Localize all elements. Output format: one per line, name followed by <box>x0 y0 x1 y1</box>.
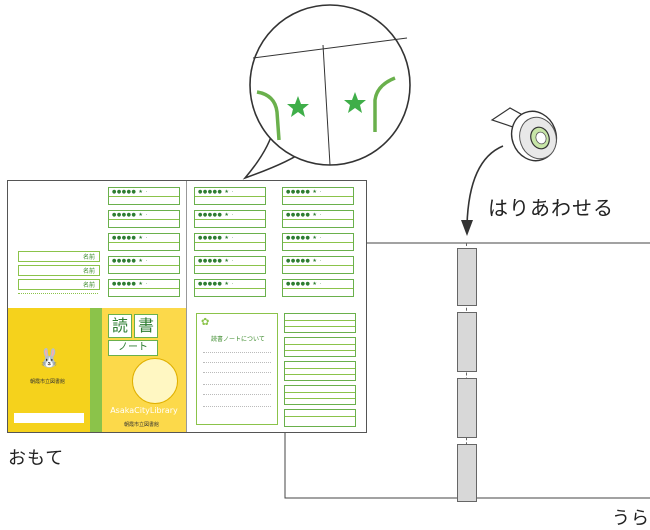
tape-instruction-label: はりあわせる <box>488 196 614 220</box>
record-card: ●●●●● ★ · <box>282 187 354 205</box>
tape-strip <box>457 444 477 502</box>
record-card: ●●●●● ★ · <box>194 256 266 274</box>
zoom-paper-edge <box>252 37 408 59</box>
notes-text-line <box>203 406 271 407</box>
library-name-small: 朝霞市立図書館 <box>30 379 66 385</box>
mascot-icon: 🐰 <box>38 348 61 369</box>
record-card: ●●●●● ★ · <box>108 210 180 228</box>
reading-child-illustration <box>132 358 178 404</box>
center-fold <box>186 181 187 432</box>
name-field <box>18 251 100 262</box>
notes-text-line <box>203 362 271 363</box>
front-cover-panel: 読 書 ノート AsakaCityLibrary 朝霞市立図書館 <box>102 308 186 432</box>
notes-panel: ✿ 読書ノートについて <box>196 313 278 425</box>
record-block <box>284 361 356 381</box>
zoom-right-border <box>373 76 396 132</box>
tape-strip <box>457 312 477 372</box>
title-kanji-1: 読 <box>108 314 132 338</box>
record-card: ●●●●● ★ · <box>282 279 354 297</box>
record-card: ●●●●● ★ · <box>194 233 266 251</box>
front-sheet: 名前 名前 名前 🐰 朝霞市立図書館 読 書 ノート AsakaCityLibr… <box>7 180 367 433</box>
record-card: ●●●●● ★ · <box>194 187 266 205</box>
name-field-label: 名前 <box>83 254 96 261</box>
name-field-label: 名前 <box>83 268 96 275</box>
notes-text-line <box>203 352 271 353</box>
arrow-to-spine <box>461 145 504 236</box>
record-card: ●●●●● ★ · <box>108 279 180 297</box>
record-card: ●●●●● ★ · <box>108 233 180 251</box>
cover-spine-strip <box>90 308 102 432</box>
record-card: ●●●●● ★ · <box>282 233 354 251</box>
zoom-detail-diagram <box>242 4 411 180</box>
library-name-footer: 朝霞市立図書館 <box>124 422 160 428</box>
tape-strip <box>457 248 477 306</box>
front-side-label: おもて <box>8 448 65 469</box>
back-side-label: うら <box>612 508 650 529</box>
star-icon <box>287 96 309 117</box>
record-card: ●●●●● ★ · <box>108 256 180 274</box>
flower-icon: ✿ <box>201 317 210 328</box>
record-block <box>284 313 356 333</box>
record-block <box>284 409 356 427</box>
zoom-center-join <box>322 44 331 166</box>
record-block <box>284 385 356 405</box>
name-field-label: 名前 <box>83 282 96 289</box>
library-latin-name: AsakaCityLibrary <box>110 406 178 415</box>
record-card: ●●●●● ★ · <box>194 210 266 228</box>
title-kanji-2: 書 <box>134 314 158 338</box>
notes-text-line <box>203 394 271 395</box>
record-card: ●●●●● ★ · <box>108 187 180 205</box>
record-card: ●●●●● ★ · <box>282 256 354 274</box>
dotted-guide <box>18 293 98 294</box>
tape-strip <box>457 378 477 438</box>
title-subtitle: ノート <box>108 340 158 356</box>
record-block <box>284 337 356 357</box>
cover-name-field <box>14 413 84 423</box>
tape-roll-icon <box>490 107 558 162</box>
record-card: ●●●●● ★ · <box>282 210 354 228</box>
notes-panel-title: 読書ノートについて <box>211 336 265 343</box>
notes-text-line <box>203 372 271 373</box>
star-icon <box>344 92 366 113</box>
name-field <box>18 265 100 276</box>
record-card: ●●●●● ★ · <box>194 279 266 297</box>
name-field <box>18 279 100 290</box>
cover-yellow-panel: 🐰 朝霞市立図書館 <box>8 308 90 432</box>
notes-text-line <box>203 384 271 385</box>
zoom-left-border <box>256 90 281 141</box>
zoom-circle <box>249 4 411 166</box>
